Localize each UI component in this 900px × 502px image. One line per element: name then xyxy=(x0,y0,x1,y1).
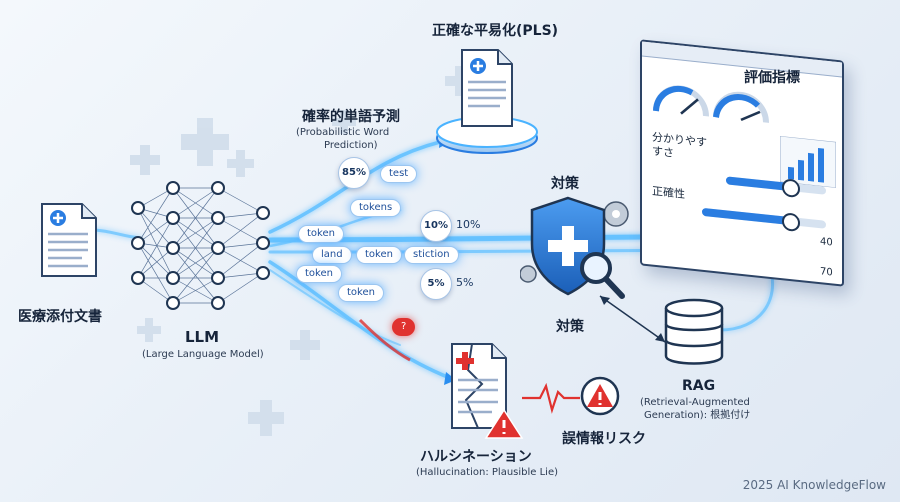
prediction-subtitle-2: Prediction) xyxy=(324,140,378,151)
slider-thumb xyxy=(782,212,800,233)
database-icon xyxy=(664,298,724,365)
slider-value: 70 xyxy=(820,266,833,279)
hallucinated-token-pill: ? xyxy=(392,318,416,336)
gauge-icon xyxy=(713,91,769,123)
token-pill: tokens xyxy=(350,199,402,217)
token-pill: token xyxy=(298,225,344,243)
token-pill: stiction xyxy=(404,246,459,264)
countermeasure-label-bottom: 対策 xyxy=(556,319,584,335)
hallucination-label: ハルシネーション xyxy=(420,449,532,465)
prediction-subtitle-1: (Probabilistic Word xyxy=(296,127,390,138)
accuracy-slider xyxy=(702,207,826,233)
countermeasure-label-top: 対策 xyxy=(551,176,579,192)
rag-subtitle-2: Generation): 根拠付け xyxy=(644,410,751,421)
pls-document-icon xyxy=(436,49,538,154)
prediction-label: 確率的単語予測 xyxy=(302,109,400,125)
token-pill: land xyxy=(312,246,352,264)
accuracy-label: 正確性 xyxy=(652,184,685,202)
rag-label: RAG xyxy=(682,378,716,394)
token-pill: test xyxy=(380,165,418,183)
probability-bubble: 10% xyxy=(420,210,452,242)
metrics-label: 評価指標 xyxy=(744,70,800,86)
probability-bubble: 5% xyxy=(420,268,452,300)
readability-slider-fill xyxy=(726,176,788,191)
pls-label: 正確な平易化(PLS) xyxy=(432,23,559,39)
llm-label: LLM xyxy=(185,328,220,346)
footer-credit: 2025 AI KnowledgeFlow xyxy=(742,478,886,492)
probability-text: 5% xyxy=(456,276,474,289)
hallucination-subtitle: (Hallucination: Plausible Lie) xyxy=(416,467,559,478)
gauge-icon xyxy=(653,85,709,117)
token-pill: token xyxy=(356,246,402,264)
shield-icon xyxy=(520,196,629,299)
probability-bubble: 85% xyxy=(338,157,370,189)
probability-text: 10% xyxy=(456,218,481,231)
misinformation-risk-label: 誤情報リスク xyxy=(562,431,646,447)
decorative-crosses xyxy=(130,66,475,436)
broken-document-icon xyxy=(451,343,524,439)
token-pill: token xyxy=(338,284,384,302)
arrow-to-hallucination xyxy=(444,372,456,385)
readability-label-2: すさ xyxy=(652,144,674,160)
token-pill: token xyxy=(296,265,342,283)
source-document-label: 医療添付文書 xyxy=(18,309,102,325)
warning-icon xyxy=(580,376,620,416)
accuracy-slider-fill xyxy=(702,207,789,225)
metrics-panel: 分かりやす すさ 正確性 40 70 xyxy=(640,39,844,287)
slider-value: 40 xyxy=(820,236,833,249)
rag-subtitle-1: (Retrieval-Augmented xyxy=(640,397,750,408)
llm-subtitle: (Large Language Model) xyxy=(142,349,264,360)
risk-pulse-line xyxy=(522,382,580,414)
document-icon xyxy=(41,203,97,277)
neural-network-icon xyxy=(131,181,270,310)
